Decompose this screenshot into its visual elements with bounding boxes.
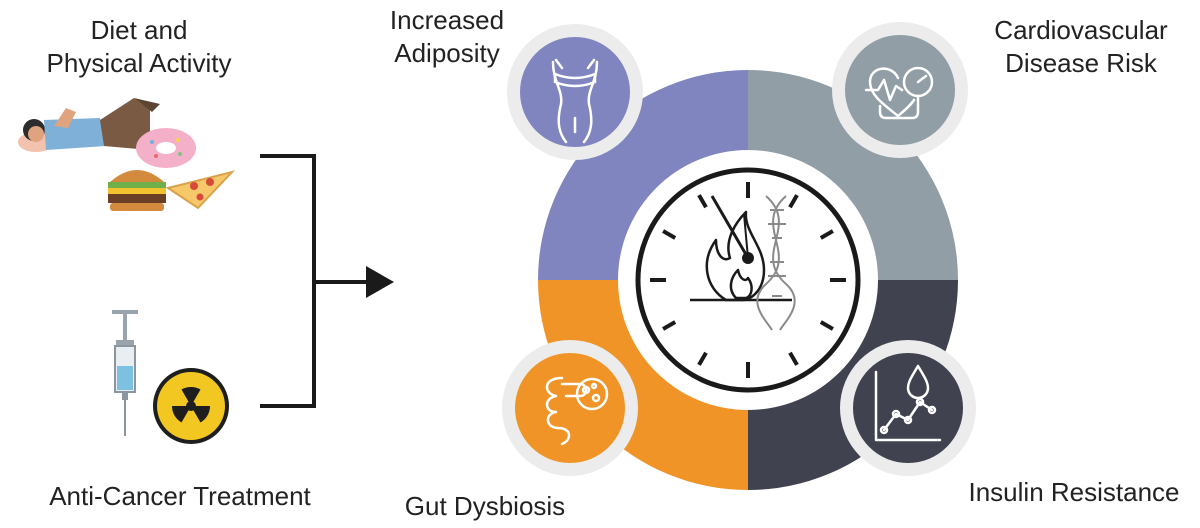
- donut-icon: [136, 128, 196, 168]
- cardio-label-line1: Cardiovascular: [994, 15, 1168, 45]
- heart-blood-pressure-icon: [864, 66, 934, 120]
- gut-badge: [502, 340, 638, 476]
- burger-icon: [108, 170, 166, 211]
- insulin-resistance-label: Insulin Resistance: [968, 477, 1180, 507]
- anti-cancer-treatment-label: Anti-Cancer Treatment: [49, 481, 311, 511]
- connector-bracket: [260, 154, 370, 408]
- flame-icon: [690, 210, 792, 302]
- clock-minute-hand: [743, 213, 749, 259]
- cardio-badge: [832, 22, 968, 158]
- intestine-bacteria-icon: [545, 376, 609, 446]
- syringe-icon: [112, 310, 138, 436]
- adiposity-badge: [507, 24, 643, 160]
- ring-quadrant-cardio: [748, 70, 958, 280]
- cardio-label-line2: Disease Risk: [1005, 48, 1157, 78]
- ring-quadrant-adiposity: [538, 70, 748, 280]
- adiposity-label-line2: Adiposity: [394, 38, 500, 68]
- pizza-icon: [165, 170, 236, 210]
- clock-icon: [635, 167, 861, 393]
- clock-hour-hand: [710, 195, 750, 259]
- treatment-illustration: [112, 310, 229, 444]
- clock-center-pin: [742, 252, 754, 264]
- lifestyle-illustration: [18, 98, 236, 211]
- diet-activity-label-line1: Diet and: [90, 15, 188, 45]
- diet-activity-label: Diet and Physical Activity: [24, 14, 254, 80]
- radiation-icon: [153, 368, 229, 444]
- dna-icon: [756, 195, 796, 331]
- adiposity-label: Increased Adiposity: [372, 4, 522, 70]
- glucose-graph-icon: [874, 364, 942, 442]
- person-lying-icon: [18, 98, 160, 152]
- ring-quadrant-gut: [538, 280, 748, 490]
- diet-activity-label-line2: Physical Activity: [46, 48, 232, 78]
- adiposity-label-line1: Increased: [389, 5, 505, 35]
- cardio-label: Cardiovascular Disease Risk: [976, 14, 1186, 80]
- insulin-badge: [840, 340, 976, 476]
- gut-dysbiosis-label: Gut Dysbiosis: [404, 491, 566, 521]
- waist-measure-icon: [551, 58, 599, 144]
- arrow-head: [366, 266, 394, 298]
